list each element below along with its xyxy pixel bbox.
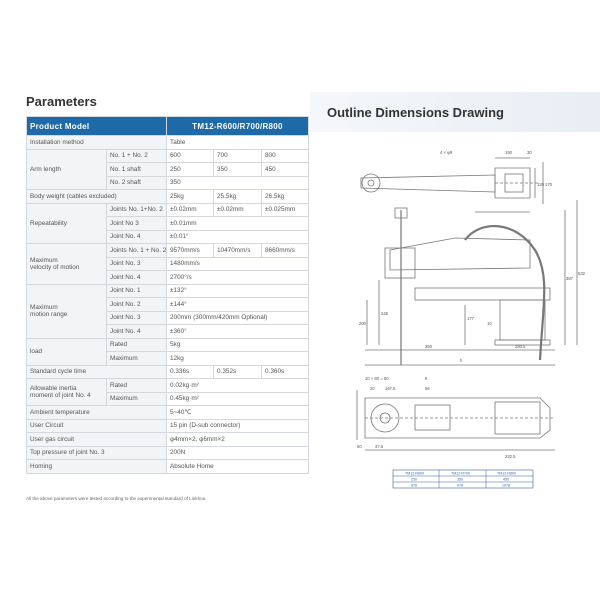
dim-label: 4 × φ9 [440,150,453,155]
dim-label: 280.5 [515,344,526,349]
dim-label: 10 × 80 = 60 [365,376,389,381]
table-row: Installation method Table [26,135,309,150]
header-model: TM12-R600/R700/R800 [166,116,309,136]
table-row: Homing Absolute Home [26,459,309,474]
table-row: Body weight (cables excluded) 25kg 25.5k… [26,189,309,204]
table-row: Maximum 12kg [27,351,309,366]
dim-label: 120 [537,182,545,187]
table-row: Repeatability Joints No. 1+No. 2 ±0.02mm… [26,202,309,244]
dim-label: 150 [505,150,513,155]
dim-label: 248 [381,311,389,316]
svg-text:TM12-R800: TM12-R800 [497,472,516,476]
dim-label: 532 [578,271,585,276]
dim-label: 350 [425,344,433,349]
svg-text:978: 978 [457,484,463,488]
table-header-row: Product Model TM12-R600/R700/R800 [26,116,309,136]
top-view [360,157,544,213]
svg-text:250: 250 [411,478,417,482]
svg-text:450: 450 [503,478,509,482]
svg-text:1078: 1078 [502,484,510,488]
parameters-title: Parameters [26,94,97,109]
table-row: No. 1 shaft 250 350 450 [27,162,309,177]
side-view [365,200,578,366]
parameters-table: Product Model TM12-R600/R700/R800 Instal… [26,116,309,474]
dim-label: 170 [545,182,553,187]
table-row: Top pressure of joint No. 3 200N [26,445,309,460]
dim-label: 200 [359,321,367,326]
dim-label: 8 [425,376,428,381]
dim-label: 167.5 [385,386,396,391]
dim-label: h [460,358,463,363]
table-row: User Circuit 15 pin (D-sub connector) [26,418,309,433]
svg-text:878: 878 [411,484,417,488]
table-row: User gas circuit φ4mm×2, φ6mm×2 [26,432,309,447]
table-row: Standard cycle time 0.336s 0.352s 0.360s [26,364,309,379]
table-row: Maximum 0.45kg·m² [27,391,309,406]
table-row: Joint No. 4 2700°/s [27,270,309,285]
svg-text:TM12-R600: TM12-R600 [405,472,424,476]
bottom-view [356,390,555,451]
dim-label: 387 [566,276,574,281]
dim-label: 20 [370,386,375,391]
table-row: Joint No. 2 ±144° [27,297,309,312]
table-row: Joint No. 3 200mm (300mm/420mm Optional) [27,310,309,325]
svg-text:TM12-R700: TM12-R700 [451,472,470,476]
mini-dimension-table: TM12-R600 TM12-R700 TM12-R800 250 350 45… [392,469,534,489]
dim-label: 37.5 [375,444,384,449]
header-label: Product Model [26,116,167,136]
table-row: Joint No. 3 1480mm/s [27,256,309,271]
table-row: Ambient temperature 5~40℃ [26,405,309,420]
table-row: Arm length No. 1 + No. 2 600 700 800 [26,148,309,190]
dim-label: 10 [487,321,492,326]
dim-label: 232.5 [505,454,516,459]
table-row: Joint No. 4 ±0.01° [27,229,309,244]
table-row: Joint No. 4 ±360° [27,324,309,339]
footnote: All the above parameters were tested acc… [26,496,207,501]
dim-label: 50 [357,444,362,449]
dim-label: 177 [467,316,475,321]
table-row: load Rated 5kg [26,337,309,366]
table-row: No. 2 shaft 350 [27,175,309,190]
outline-drawing: 4 × φ9 150 30 120 170 387 532 200 248 17… [356,150,585,489]
dim-label: 30 [527,150,532,155]
title-band [310,92,600,132]
dim-label: 56 [425,386,430,391]
drawing-title: Outline Dimensions Drawing [327,105,504,120]
svg-text:350: 350 [457,478,463,482]
